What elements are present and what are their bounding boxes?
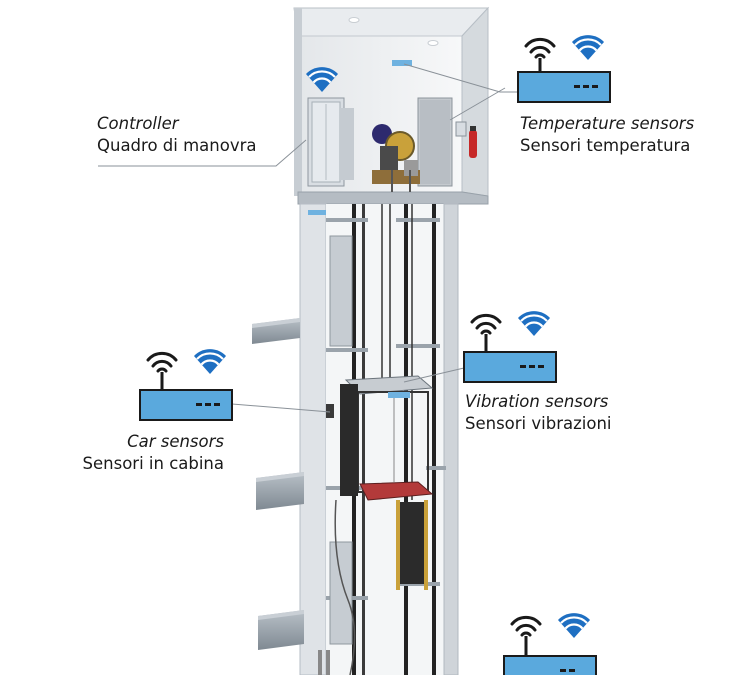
wifi-icon — [556, 611, 592, 640]
temperature-sensor-device — [517, 33, 611, 103]
machine-room — [293, 6, 490, 205]
wifi-icon — [570, 33, 606, 62]
wifi-icon — [510, 615, 542, 637]
car-label-en: Car sensors — [127, 432, 224, 451]
temperature-label-en: Temperature sensors — [520, 114, 695, 133]
vibration-sensor-device — [463, 309, 557, 383]
router-icon — [503, 655, 597, 679]
wifi-icon — [470, 313, 502, 335]
car-label: Car sensors Sensori in cabina — [83, 431, 224, 476]
wifi-icon — [146, 351, 178, 373]
vibration-label-it: Sensori vibrazioni — [465, 414, 612, 434]
wifi-icon — [192, 347, 228, 376]
vibration-label: Vibration sensors Sensori vibrazioni — [465, 391, 612, 436]
vibration-label-en: Vibration sensors — [465, 392, 609, 411]
controller-label: Controller Quadro di manovra — [97, 113, 257, 158]
controller-label-it: Quadro di manovra — [97, 136, 257, 156]
temperature-label-it: Sensori temperatura — [520, 136, 691, 156]
car-label-it: Sensori in cabina — [82, 454, 224, 474]
controller-label-en: Controller — [97, 114, 179, 133]
elevator-shaft — [299, 203, 459, 676]
wifi-icon — [524, 37, 556, 59]
floor-slabs — [252, 318, 304, 650]
pit-sensor-device — [503, 611, 597, 679]
callout-lines — [98, 63, 520, 413]
temperature-label: Temperature sensors Sensori temperatura — [520, 113, 694, 158]
wifi-icon — [516, 309, 552, 338]
car-sensor-device — [139, 347, 233, 421]
